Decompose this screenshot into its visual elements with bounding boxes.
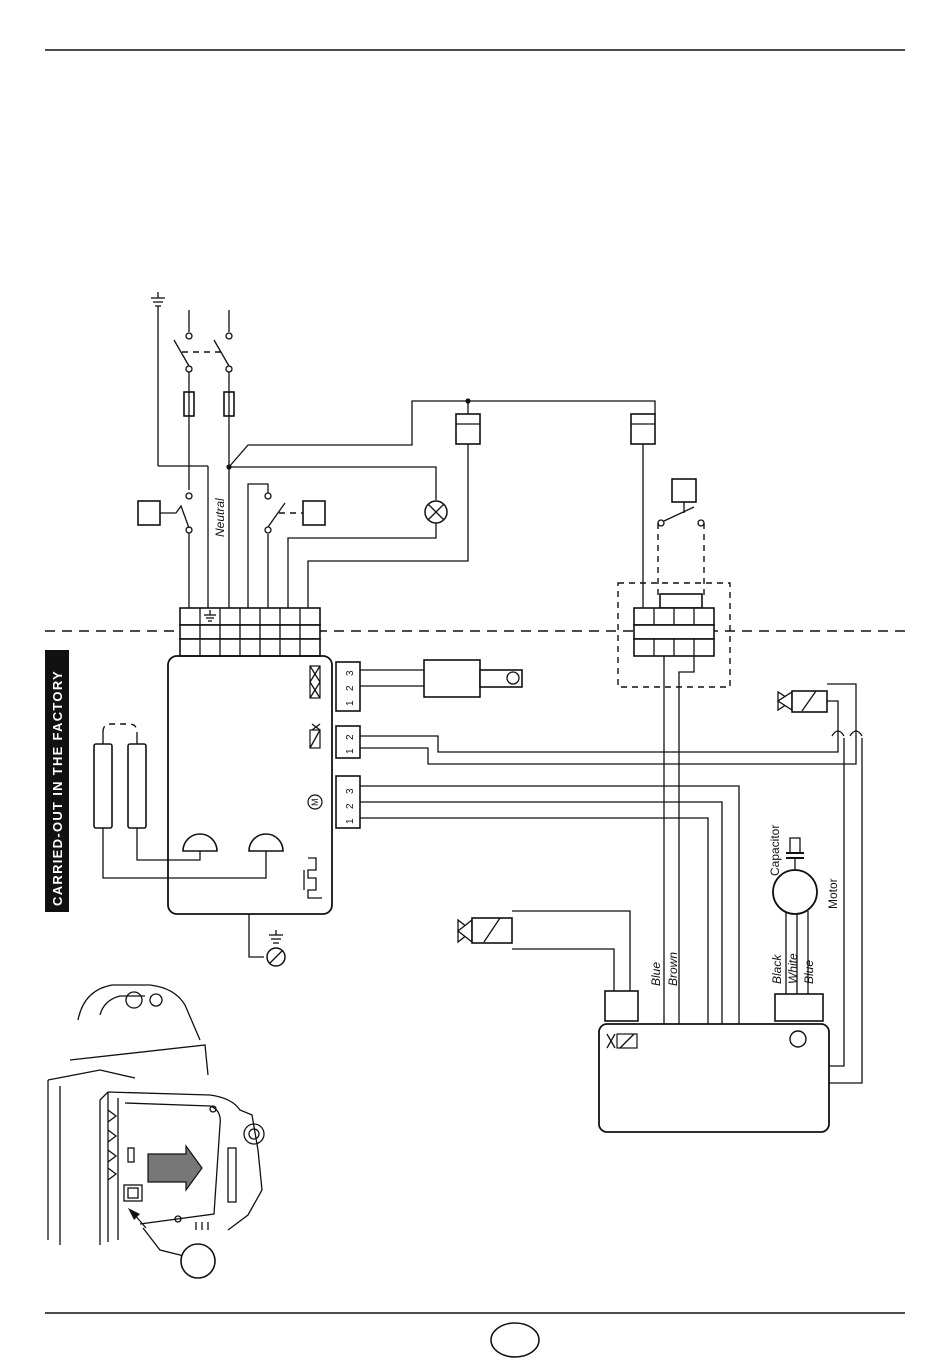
terminal-strip [180, 608, 320, 656]
valve-connector [605, 991, 638, 1021]
pin-label: 2 [345, 734, 356, 740]
arrow-icon [148, 1146, 202, 1190]
earth-icon [151, 292, 165, 306]
motor-symbol-text: M [310, 799, 320, 807]
ionisation-probes [94, 724, 146, 828]
motor-label: Motor [826, 878, 840, 909]
pin-label: 1 [345, 818, 356, 824]
pin-label: 2 [345, 803, 356, 809]
switch-icon [268, 503, 285, 527]
photocell-left [183, 834, 217, 851]
motor-icon: M [308, 795, 322, 809]
safety-thermostat-box [138, 501, 160, 525]
wire-label-black: Black [770, 954, 784, 984]
page-number-oval [491, 1323, 539, 1357]
earth-icon [269, 930, 283, 943]
callout-circle [181, 1244, 215, 1278]
burner-illustration [48, 985, 264, 1245]
switch-icon [664, 507, 694, 521]
ignition-transformer [424, 660, 480, 697]
ignition-symbol [310, 666, 320, 698]
side-label: CARRIED-OUT IN THE FACTORY [50, 670, 65, 906]
photocell-right [249, 834, 283, 851]
device-box [456, 414, 480, 444]
control-thermostat-box [303, 501, 325, 525]
wire-label-brown: Brown [666, 952, 680, 986]
wire-label-white: White [786, 953, 800, 984]
remote-switch-box [672, 479, 696, 502]
solenoid-valve-icon [778, 691, 827, 712]
motor-connector [775, 994, 823, 1021]
photocell-symbol [308, 858, 322, 898]
pin-label: 3 [345, 788, 356, 794]
wire-label-blue: Blue [649, 962, 663, 986]
switch-icon [174, 340, 229, 366]
pin-label: 2 [345, 685, 356, 691]
capacitor-icon [786, 838, 804, 870]
switch-icon [160, 506, 189, 528]
pin-label: 3 [345, 670, 356, 676]
pin-label: 1 [345, 748, 356, 754]
device-box [631, 414, 655, 444]
lamp-icon [425, 501, 447, 523]
neutral-label: Neutral [213, 498, 227, 537]
wire-label-blue: Blue [802, 960, 816, 984]
solenoid-valve-icon [458, 918, 512, 943]
solenoid-valve-icon [607, 1034, 637, 1048]
pin-label: 1 [345, 700, 356, 706]
capacitor-label: Capacitor [768, 825, 782, 876]
solenoid-valve-icon [310, 724, 320, 748]
reset-button-icon [790, 1031, 806, 1047]
